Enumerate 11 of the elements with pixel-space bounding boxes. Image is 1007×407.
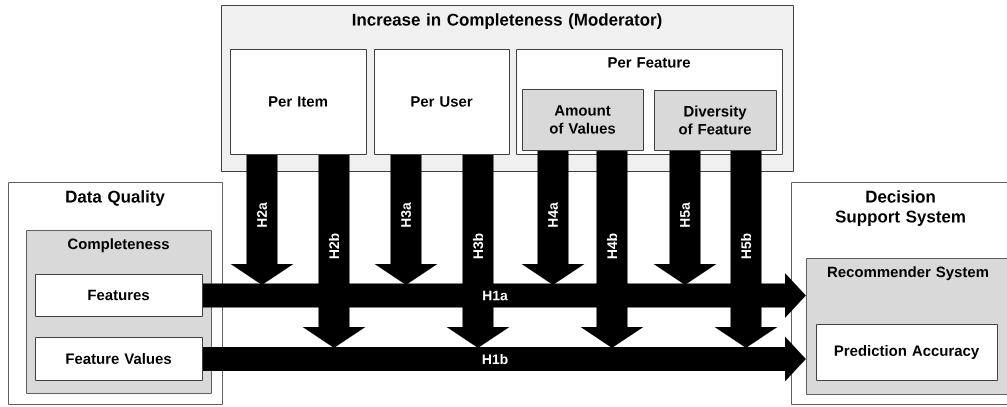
edge-label: H3a xyxy=(400,201,412,229)
box: Diversity of Feature xyxy=(654,90,777,151)
edge-label: H4a xyxy=(547,201,559,229)
box: Feature Values xyxy=(35,337,203,381)
box: Prediction Accuracy xyxy=(816,324,998,381)
box: Amount of Values xyxy=(522,89,644,151)
box: Features xyxy=(35,274,203,317)
box: Per Item xyxy=(230,49,367,155)
box: Per User xyxy=(374,49,510,155)
edge-label: H5a xyxy=(679,201,691,229)
edge-label: H2a xyxy=(256,201,268,229)
